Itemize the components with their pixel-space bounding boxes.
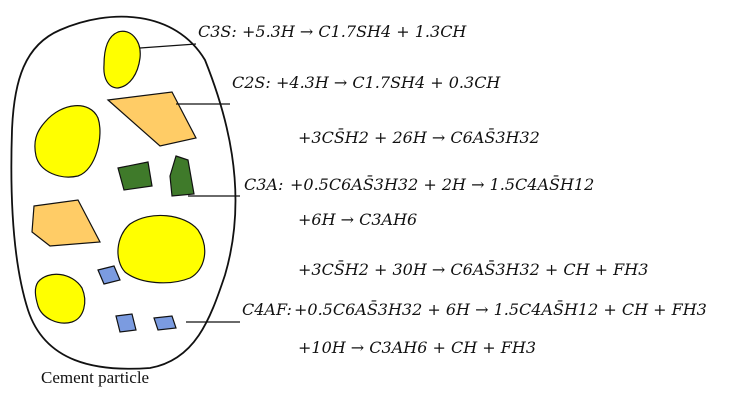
c4af-grain	[153, 315, 177, 331]
diagram-caption: Cement particle	[41, 368, 150, 387]
c2s-equation: +4.3H → C1.7SH4 + 0.3CH	[276, 73, 501, 92]
c3a-grain	[117, 161, 153, 191]
c4af-equation-2: +0.5C6AS̄3H32 + 6H → 1.5C4AS̄H12 + CH + …	[294, 300, 707, 319]
c3s-grain	[34, 105, 101, 178]
c3s-grain	[117, 214, 206, 284]
c4af-label: C4AF:	[242, 300, 292, 319]
particle-outline	[10, 15, 237, 370]
c3a-equation-1: +3CS̄H2 + 26H → C6AS̄3H32	[298, 128, 540, 147]
c3a-label: C3A:	[244, 175, 284, 194]
c2s-grain	[106, 91, 197, 147]
c2s-label: C2S:	[232, 73, 271, 92]
c3a-equation-3: +6H → C3AH6	[298, 210, 418, 229]
c3s-label: C3S:	[198, 22, 237, 41]
c3s-grain	[103, 30, 141, 89]
c4af-grain	[115, 313, 137, 333]
c4af-equation-1: +3CS̄H2 + 30H → C6AS̄3H32 + CH + FH3	[298, 260, 649, 279]
c3a-grain	[169, 155, 195, 197]
leader-line-c3s	[139, 43, 197, 49]
c4af-grain	[97, 265, 121, 285]
c2s-grain	[31, 199, 101, 247]
c3a-equation-2: +0.5C6AS̄3H32 + 2H → 1.5C4AS̄H12	[290, 175, 595, 194]
c3s-grain	[34, 273, 86, 324]
c4af-equation-3: +10H → C3AH6 + CH + FH3	[298, 338, 536, 357]
c3s-equation: +5.3H → C1.7SH4 + 1.3CH	[242, 22, 467, 41]
